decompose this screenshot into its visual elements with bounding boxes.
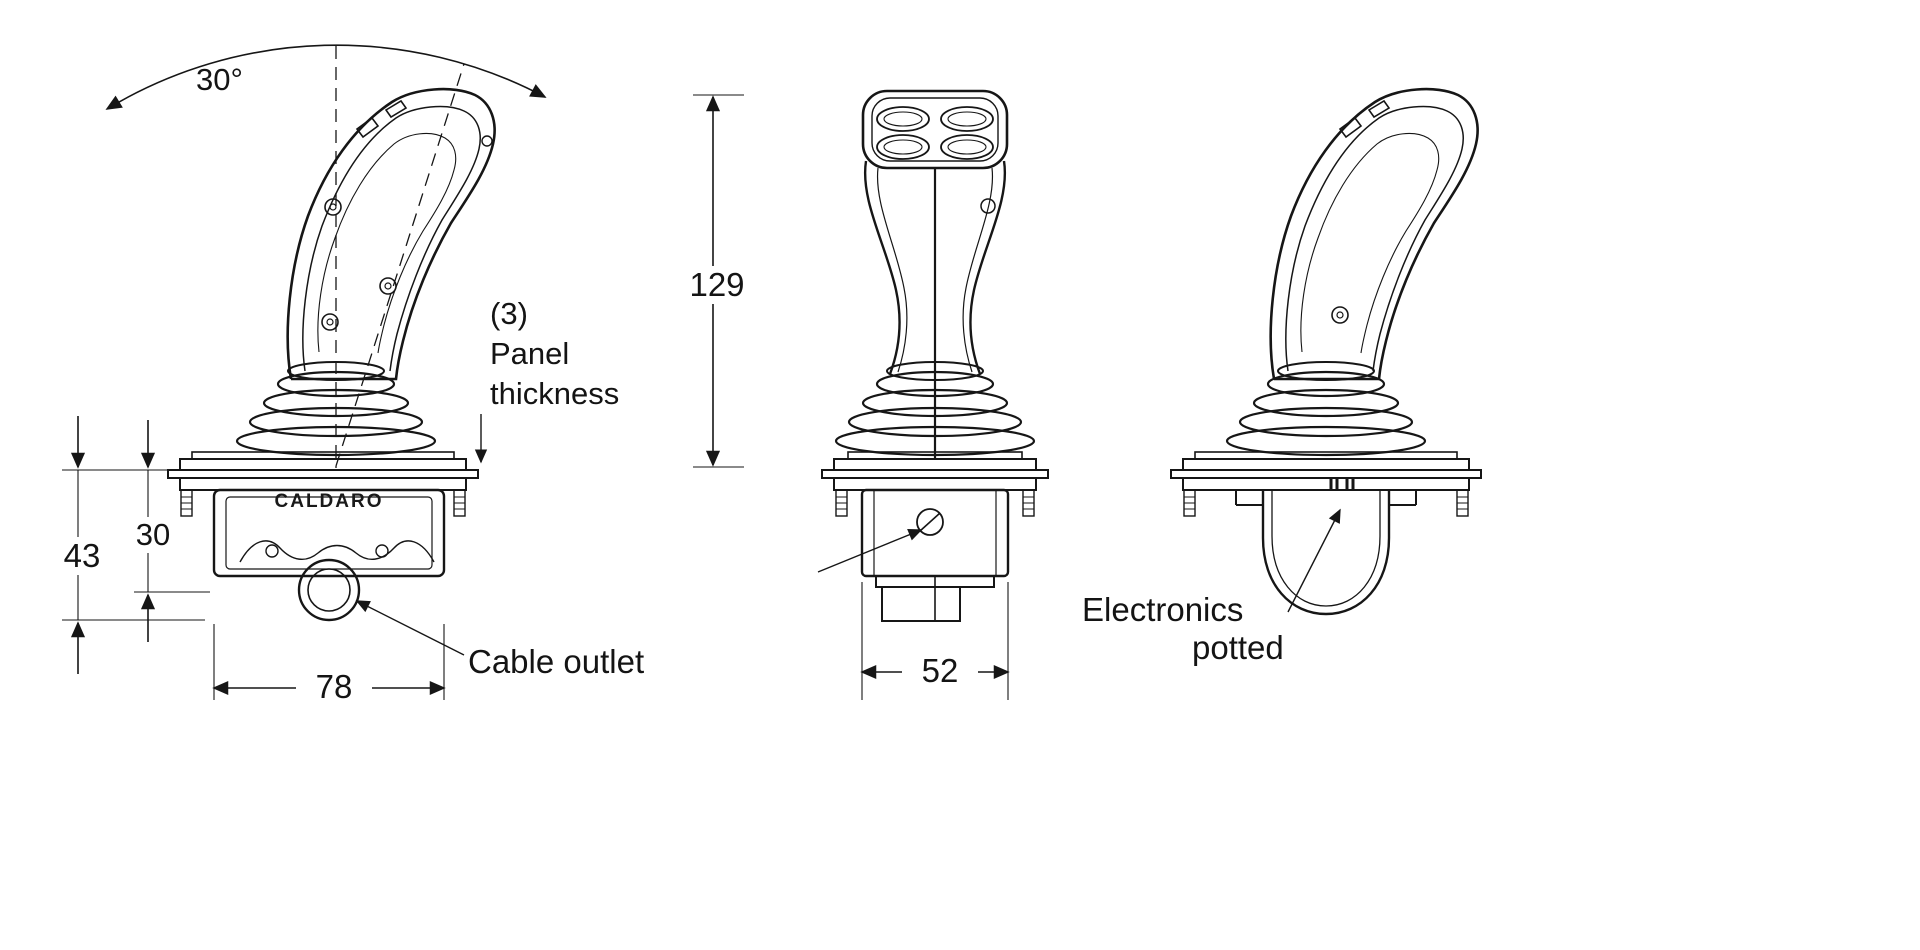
- side-view-left: [62, 44, 744, 700]
- tilted-centerline: [335, 63, 465, 467]
- screw-leader: [817, 529, 923, 573]
- angle-label: 30°: [196, 62, 243, 97]
- adjustment-screw: [916, 508, 944, 536]
- side-view-right: [1170, 87, 1482, 616]
- cable-outlet-boss: [297, 558, 361, 622]
- connector: [881, 586, 961, 622]
- electronics-label-line2: potted: [1192, 629, 1284, 666]
- cable-outlet-leader: [355, 600, 465, 656]
- potted-dome: [1235, 477, 1417, 616]
- brand-logo: CALDARO: [274, 491, 384, 512]
- dim-43-label: 43: [48, 537, 116, 575]
- panel-note-value: (3): [490, 296, 528, 331]
- dim-78-label: 78: [296, 668, 372, 706]
- dim-30-label: 30: [120, 517, 186, 553]
- panel-note-line2: thickness: [490, 376, 620, 411]
- angle-arc: [105, 44, 547, 110]
- front-view: [817, 89, 1049, 700]
- electronics-label-line1: Electronics: [1082, 591, 1244, 628]
- cable-outlet-label: Cable outlet: [468, 643, 645, 680]
- electronics-leader: [1287, 508, 1341, 613]
- dim-52-label: 52: [902, 652, 978, 690]
- panel-note-line1: Panel: [490, 336, 570, 371]
- housing-side: [212, 488, 446, 622]
- dim-height-label: 129: [676, 266, 758, 304]
